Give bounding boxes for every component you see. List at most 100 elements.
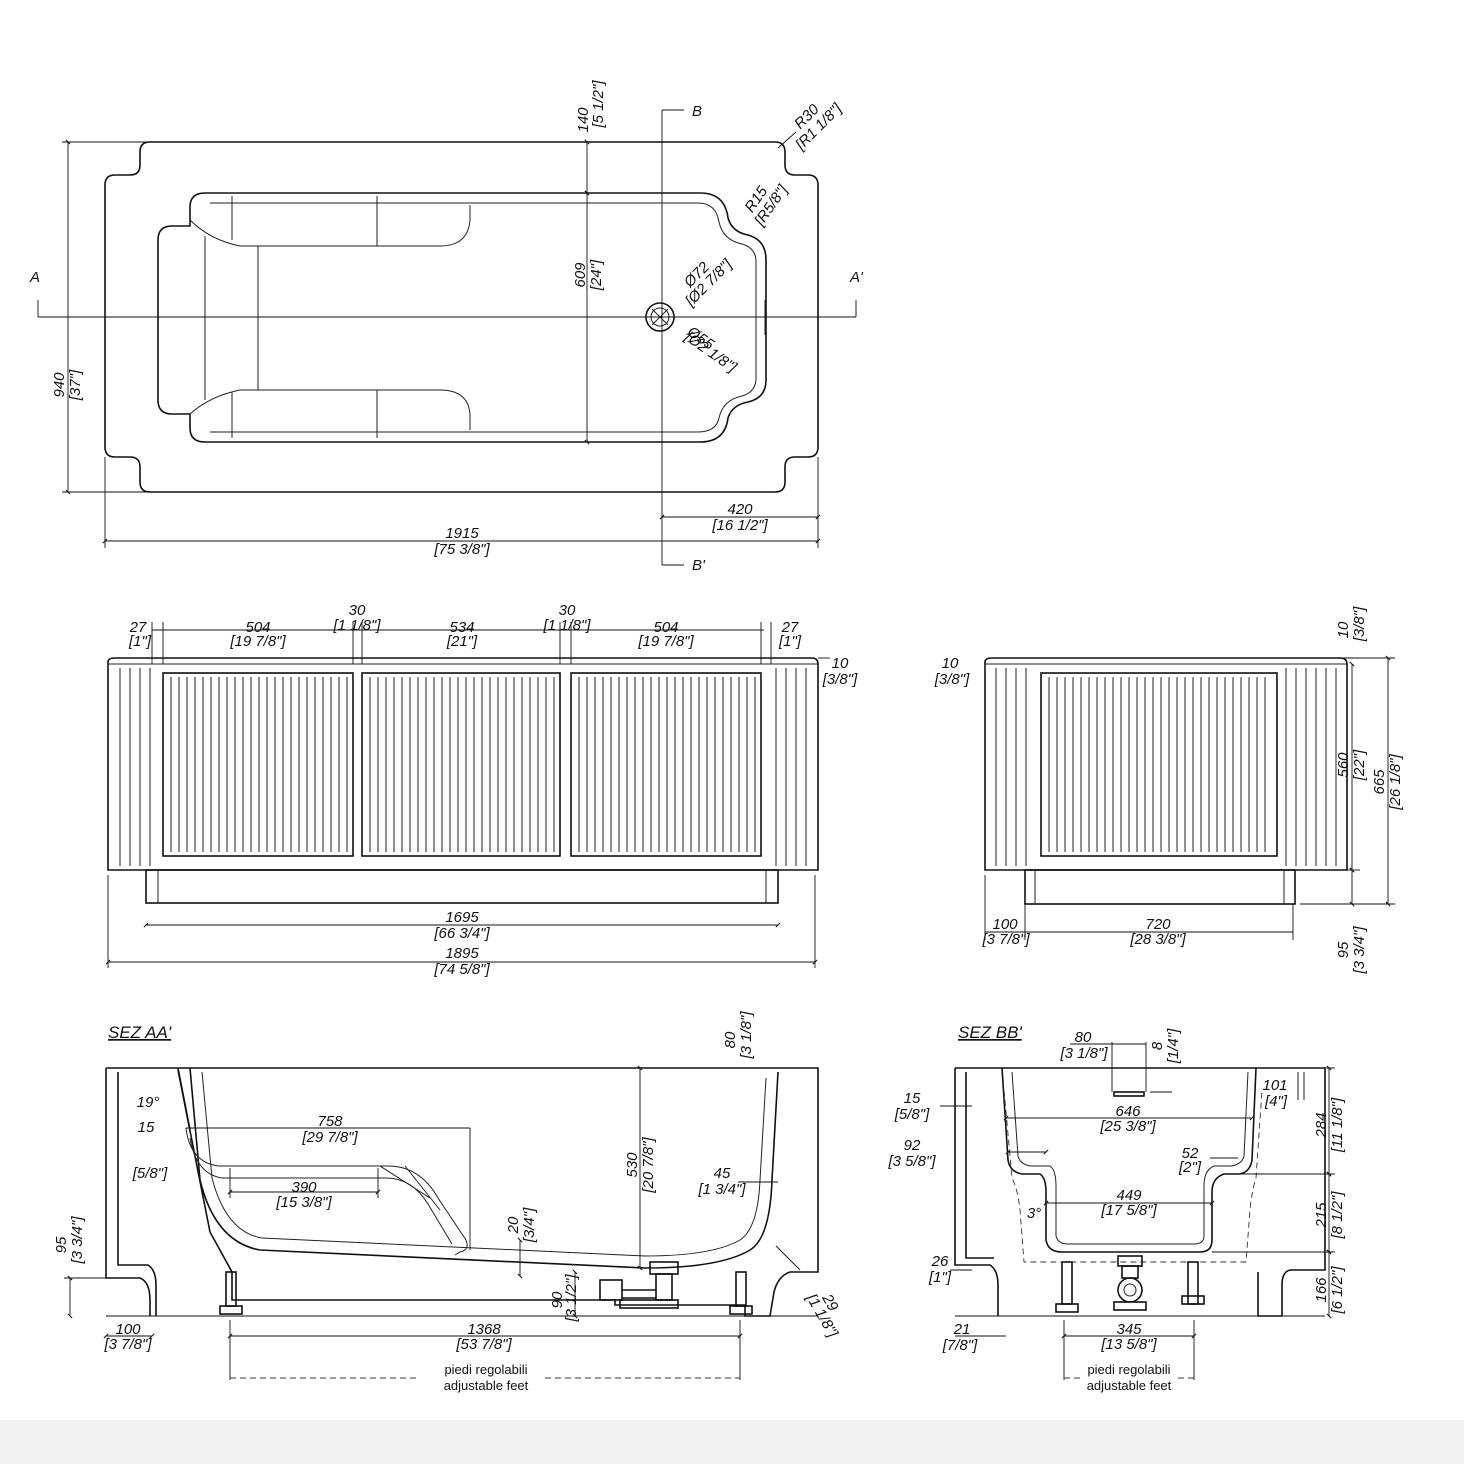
dim-15-bb: 15 xyxy=(904,1090,921,1107)
front-panel-flutes xyxy=(170,677,756,852)
dim-8: 8 xyxy=(1149,1041,1166,1050)
marker-b: B xyxy=(692,103,702,120)
aa-basin xyxy=(189,1067,779,1269)
dim-166-in: [6 1/2"] xyxy=(1329,1266,1346,1315)
side-outline xyxy=(984,657,1348,871)
bb-shell-outer xyxy=(954,1067,1326,1317)
front-panel-2 xyxy=(361,672,561,857)
dim-27-right-in: [1"] xyxy=(778,633,802,650)
dim-504-left-in: [19 7/8"] xyxy=(229,633,286,650)
dim-100-side-in: [3 7/8"] xyxy=(981,931,1030,948)
dim-215: 215 xyxy=(1313,1202,1330,1229)
dim-10-side-left-in: [3/8"] xyxy=(934,671,970,688)
dim-26: 26 xyxy=(931,1253,949,1270)
top-basin-inner xyxy=(210,202,757,433)
dim-1695-in: [66 3/4"] xyxy=(433,925,490,942)
dim-10-front: 10 xyxy=(832,655,849,672)
dim-534-in: [21"] xyxy=(446,633,478,650)
dim-758: 758 xyxy=(317,1113,343,1130)
top-plan-view: A A' B B' 140 [5 1/2"] 609 [24"] R30 [R1… xyxy=(29,80,864,574)
dim-20: 20 xyxy=(505,1216,522,1234)
dim-534: 534 xyxy=(449,619,474,636)
dim-1368: 1368 xyxy=(467,1321,501,1338)
aa-seat-lines xyxy=(379,1165,441,1211)
marker-a: A xyxy=(29,269,40,286)
dim-27-left: 27 xyxy=(129,619,147,636)
aa-drain-assembly xyxy=(599,1261,679,1309)
dim-345-in: [13 5/8"] xyxy=(1100,1336,1157,1353)
section-aa-view: SEZ AA' 80 [3 1/8"] 19° xyxy=(53,1011,842,1393)
dim-420-in: [16 1/2"] xyxy=(711,517,768,534)
dim-166: 166 xyxy=(1313,1277,1330,1303)
dim-15-bb-in: [5/8"] xyxy=(894,1106,930,1123)
aa-seat-inner xyxy=(189,1137,453,1245)
top-basin-outline xyxy=(157,192,767,443)
side-left-end-flutes xyxy=(995,668,1027,866)
dim-30-left: 30 xyxy=(349,602,366,619)
aa-foot-right xyxy=(729,1271,753,1315)
dim-10-front-in: [3/8"] xyxy=(822,671,858,688)
aa-backrest xyxy=(177,1067,191,1131)
marker-b-prime: B' xyxy=(692,557,706,574)
dim-29-leader xyxy=(775,1245,801,1271)
bb-shell-left-inner xyxy=(965,1072,994,1259)
dim-21: 21 xyxy=(953,1321,971,1338)
dim-504-left: 504 xyxy=(245,619,270,636)
dim-284: 284 xyxy=(1313,1112,1330,1138)
dim-52-in: [2"] xyxy=(1178,1159,1202,1176)
side-right-end-flutes xyxy=(1285,668,1337,866)
dim-560: 560 xyxy=(1335,752,1352,778)
dim-345: 345 xyxy=(1116,1321,1142,1338)
bb-rim-step xyxy=(1297,1072,1305,1100)
dim-215-in: [8 1/2"] xyxy=(1329,1191,1346,1240)
bb-basin-inner xyxy=(1011,1071,1249,1245)
top-backrest-upper xyxy=(189,205,471,247)
aa-seat xyxy=(185,1127,468,1256)
dim-92-in: [3 5/8"] xyxy=(887,1153,936,1170)
dim-940: 940 xyxy=(51,372,68,398)
bb-foot-left xyxy=(1055,1261,1079,1313)
dim-8-in: [1/4"] xyxy=(1165,1028,1182,1064)
dim-530-in: [20 7/8"] xyxy=(640,1136,657,1193)
angle-19: 19° xyxy=(137,1094,160,1111)
aa-feet-label-it: piedi regolabili xyxy=(444,1362,527,1377)
dim-30-left-in: [1 1/8"] xyxy=(332,617,381,634)
aa-foot-left xyxy=(219,1271,243,1315)
front-elevation-view: 27 [1"] 504 [19 7/8"] 30 [1 1/8"] 534 [2… xyxy=(105,602,858,978)
dim-390: 390 xyxy=(291,1179,317,1196)
dim-420: 420 xyxy=(727,501,753,518)
aa-shell-left xyxy=(117,1072,157,1316)
dim-30-right-in: [1 1/8"] xyxy=(542,617,591,634)
dim-449-in: [17 5/8"] xyxy=(1100,1202,1157,1219)
bb-drain-assembly xyxy=(1113,1255,1147,1311)
section-aa-title: SEZ AA' xyxy=(108,1023,172,1042)
dim-90: 90 xyxy=(549,1291,566,1308)
dim-80-aa-in: [3 1/8"] xyxy=(738,1011,755,1060)
dim-758-in: [29 7/8"] xyxy=(301,1129,358,1146)
dim-720-in: [28 3/8"] xyxy=(1129,931,1186,948)
aa-basin-inner xyxy=(201,1071,767,1257)
dim-15-aa-in: [5/8"] xyxy=(132,1165,168,1182)
dim-80-bb: 80 xyxy=(1075,1029,1092,1046)
dim-95-side-in: [3 3/4"] xyxy=(1351,926,1368,975)
dim-1895: 1895 xyxy=(445,945,479,962)
dim-26-in: [1"] xyxy=(928,1269,952,1286)
dim-940-in: [37"] xyxy=(67,369,84,401)
dim-140-in: [5 1/2"] xyxy=(590,80,607,129)
dim-r30-leader xyxy=(777,131,797,149)
dim-100-aa-in: [3 7/8"] xyxy=(103,1336,152,1353)
dim-45-in: [1 3/4"] xyxy=(697,1181,746,1198)
dim-665: 665 xyxy=(1371,769,1388,795)
bb-outer-dashed xyxy=(1003,1089,1263,1263)
dim-30-right: 30 xyxy=(559,602,576,619)
dim-1695: 1695 xyxy=(445,909,479,926)
dim-1895-in: [74 5/8"] xyxy=(433,961,490,978)
side-panel-flutes xyxy=(1048,677,1266,852)
dim-92: 92 xyxy=(904,1137,921,1154)
dim-15-aa: 15 xyxy=(138,1119,155,1136)
side-panel xyxy=(1040,672,1278,857)
dim-720: 720 xyxy=(1145,916,1171,933)
dim-10-side-left: 10 xyxy=(942,655,959,672)
dim-21-in: [7/8"] xyxy=(942,1337,978,1354)
